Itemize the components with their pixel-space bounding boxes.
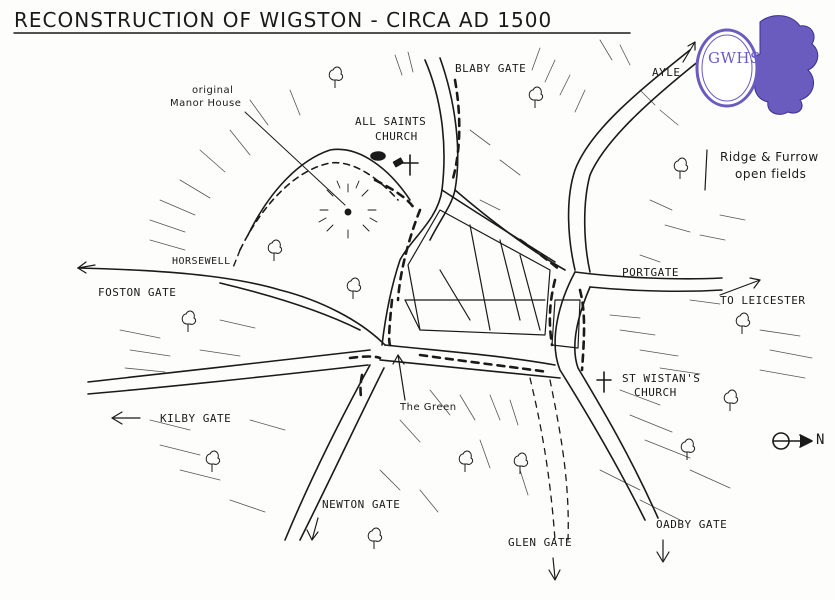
blaby-gate-road [381, 59, 445, 346]
lion-logo [695, 15, 819, 115]
foston-gate-road [77, 267, 386, 346]
manor-mound [318, 180, 378, 239]
tree-icon [328, 66, 344, 88]
horsewell-boundary [231, 249, 241, 271]
tree-icon [680, 438, 696, 460]
north-arrow [772, 432, 813, 450]
tree-icon [735, 312, 751, 334]
label-open-fields: open fields [735, 167, 807, 181]
tree-icon [528, 86, 544, 108]
label-all-saints-church: CHURCH [375, 130, 418, 143]
label-foston-gate: FOSTON GATE [98, 286, 177, 299]
oadby-gate-road [554, 271, 646, 521]
tree-icon [346, 277, 362, 299]
label-st-wistans: ST WISTAN'S [622, 372, 701, 385]
tree-icon [367, 527, 383, 549]
tree-icon [458, 450, 474, 472]
label-ridge-furrow: Ridge & Furrow [720, 150, 819, 164]
tofts-and-crofts [404, 209, 581, 349]
tree-icon [723, 389, 739, 411]
all-saints-church-marker [370, 151, 419, 176]
label-ayle: AYLE [652, 66, 681, 79]
ayle-road [567, 49, 691, 271]
label-blaby-gate: BLABY GATE [455, 62, 527, 75]
glen-gate-lane [529, 377, 556, 541]
portgate-road [574, 271, 723, 280]
ridge-furrow-hatching [119, 39, 813, 521]
plot-boundaries [348, 78, 586, 402]
label-portgate: PORTGATE [622, 266, 679, 279]
manor-pointer [244, 111, 346, 206]
label-north: N [816, 432, 825, 448]
tree-icon [513, 452, 529, 474]
kilby-gate-road [87, 349, 371, 383]
label-newton-gate: NEWTON GATE [322, 498, 401, 511]
label-original: original [192, 85, 234, 96]
label-glen-gate: GLEN GATE [508, 536, 573, 549]
label-to-leicester: TO LEICESTER [720, 294, 806, 307]
label-manor-house: Manor House [170, 98, 242, 109]
label-horsewell: HORSEWELL [172, 256, 231, 267]
st-wistans-church-marker [596, 371, 612, 393]
label-all-saints: ALL SAINTS [355, 115, 427, 128]
label-oadby-gate: OADBY GATE [656, 518, 728, 531]
tree-icon [205, 450, 221, 472]
tree-icon [267, 239, 283, 261]
tree-icon [181, 310, 197, 332]
label-st-wistans-church: CHURCH [634, 386, 677, 399]
newton-gate-road [284, 364, 371, 541]
label-the-green: The Green [400, 402, 457, 413]
gate-arrows [77, 41, 761, 581]
label-kilby-gate: KILBY GATE [160, 412, 232, 425]
trees [181, 66, 751, 549]
south-street [384, 344, 556, 366]
manor-enclosure [247, 148, 411, 236]
logo-text: GWHS [708, 49, 761, 67]
map-title: RECONSTRUCTION OF WIGSTON - CIRCA AD 150… [14, 8, 553, 32]
tree-icon [673, 157, 689, 179]
green-pointer [397, 354, 406, 401]
logo-letters: GWHS [708, 50, 760, 66]
